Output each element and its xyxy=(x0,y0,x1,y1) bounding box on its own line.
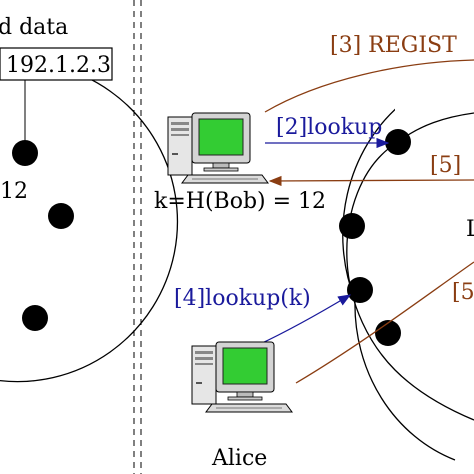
ip-box-label: 192.1.2.3 xyxy=(6,53,111,78)
arrow-register xyxy=(264,59,474,113)
left-ring xyxy=(0,60,179,383)
right-ring-node-bottom xyxy=(375,320,401,346)
right-ring-node-left xyxy=(339,213,365,239)
node-id-label: 12 xyxy=(0,179,28,204)
alice-label: Alice xyxy=(211,446,267,471)
left-ring-node-1 xyxy=(12,140,38,166)
step2-label: [2]lookup xyxy=(276,115,382,140)
arrow-step5-bottom xyxy=(295,261,474,384)
left-ring-node-2 xyxy=(48,203,74,229)
key-label: k=H(Bob) = 12 xyxy=(154,189,326,214)
computer-icon-alice xyxy=(191,341,293,413)
computer-icon-top xyxy=(167,112,269,184)
right-ring-node-top xyxy=(385,129,411,155)
right-ring-arc xyxy=(346,141,474,421)
step5a-label: [5] xyxy=(430,153,461,178)
arrow-step5-top xyxy=(268,175,474,187)
right-ring-node-mid xyxy=(347,277,373,303)
step4-label: [4]lookup(k) xyxy=(174,286,311,311)
arrow-lookup-4 xyxy=(257,294,352,346)
ring-label: L xyxy=(466,217,474,242)
step3-label: [3] REGIST xyxy=(330,33,457,58)
ip-box xyxy=(0,47,113,81)
step5b-label: [5 xyxy=(452,280,474,305)
left-ring-node-3 xyxy=(22,305,48,331)
data-label: d data xyxy=(0,15,68,40)
